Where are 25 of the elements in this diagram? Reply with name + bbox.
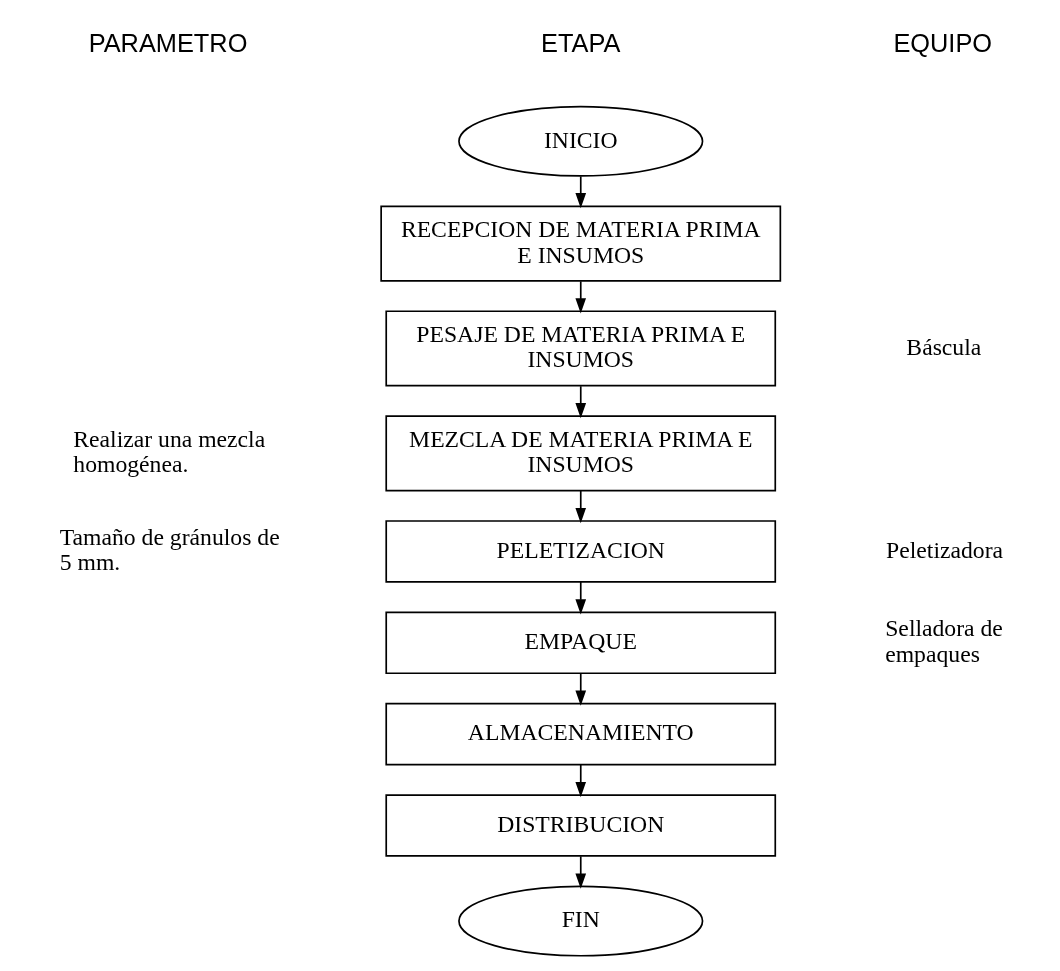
arrow	[575, 175, 587, 209]
arrow	[575, 490, 587, 524]
node-ellipse: FIN	[458, 885, 704, 957]
label: Báscula	[906, 333, 982, 360]
label: PARAMETRO	[88, 28, 248, 57]
arrow	[575, 280, 587, 314]
node-box: RECEPCION DE MATERIA PRIMA E INSUMOS	[380, 205, 782, 282]
label: Realizar una mezcla homogénea.	[73, 425, 266, 478]
label: EQUIPO	[893, 28, 993, 57]
arrow	[575, 672, 587, 706]
arrow	[575, 385, 587, 419]
label: Selladora de empaques	[885, 615, 1003, 667]
label: Tamaño de gránulos de 5 mm.	[59, 524, 280, 576]
arrow	[575, 763, 587, 798]
node-box: PELETIZACION	[385, 520, 777, 583]
node-box: DISTRIBUCION	[385, 794, 777, 857]
node-box: EMPAQUE	[385, 611, 777, 675]
node-ellipse: INICIO	[458, 105, 704, 177]
label: Peletizadora	[886, 536, 1004, 563]
node-box: PESAJE DE MATERIA PRIMA E INSUMOS	[385, 310, 777, 387]
node-box: ALMACENAMIENTO	[385, 702, 777, 766]
arrow	[575, 855, 587, 889]
node-box: MEZCLA DE MATERIA PRIMA E INSUMOS	[385, 415, 777, 492]
label: ETAPA	[541, 28, 621, 57]
arrow	[575, 581, 587, 615]
